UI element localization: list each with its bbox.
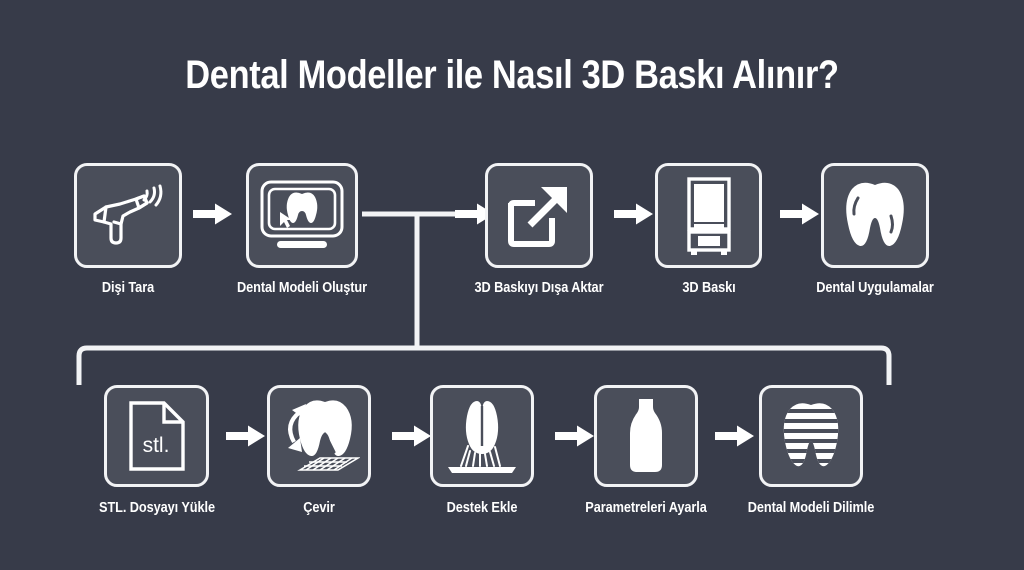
rotate-tooth-on-plate-icon [288,400,360,471]
tooth-icon [846,182,904,246]
step-label: STL. Dosyayı Yükle [98,500,215,516]
right-arrow-icon [555,425,594,447]
stl-file-icon-text: stl. [142,434,169,457]
step-export-3d-print[interactable]: 3D Baskıyı Dışa Aktar [475,163,604,296]
step-box[interactable] [246,163,358,268]
export-arrow-icon [507,186,567,247]
right-arrow-icon [715,425,754,447]
step-label: Çevir [303,500,335,516]
page-title: Dental Modeller ile Nasıl 3D Baskı Alını… [185,53,839,97]
step-label: Parametreleri Ayarla [585,500,707,516]
step-3d-print[interactable]: 3D Baskı [655,163,762,296]
step-box[interactable] [821,163,929,268]
step-add-support[interactable]: Destek Ekle [430,385,534,516]
step-create-dental-model[interactable]: Dental Modeli Oluştur [237,163,367,296]
right-arrow-icon [193,203,232,225]
step-dental-applications[interactable]: Dental Uygulamalar [816,163,934,296]
step-orient[interactable]: Çevir [267,385,371,516]
step-slice-dental-model[interactable]: Dental Modeli Dilimle [748,385,874,516]
resin-bottle-icon [630,399,662,472]
3d-printer-icon [686,176,731,255]
step-box[interactable]: stl. [104,385,209,487]
step-label: Dental Modeli Oluştur [236,280,368,296]
right-arrow-icon [780,203,819,225]
step-label: Dişi Tara [101,280,155,296]
step-scan-tooth[interactable]: Dişi Tara [74,163,182,296]
right-arrow-icon [455,203,494,225]
right-arrow-icon [614,203,653,225]
step-upload-stl-file[interactable]: stl. STL. Dosyayı Yükle [99,385,215,516]
step-label: Destek Ekle [446,500,518,516]
step-label: Dental Modeli Dilimle [747,500,875,516]
step-adjust-parameters[interactable]: Parametreleri Ayarla [585,385,707,516]
step-box[interactable] [759,385,863,487]
step-label: 3D Baskı [681,280,736,296]
step-label: Dental Uygulamalar [816,280,934,296]
tooth-with-supports-icon [448,401,516,473]
step-box[interactable] [485,163,593,268]
step-label: 3D Baskıyı Dışa Aktar [474,280,604,296]
step-box[interactable] [267,385,371,487]
monitor-tooth-cursor-icon [260,180,344,248]
sliced-tooth-icon [783,403,839,467]
handheld-3d-scanner-icon [93,184,163,245]
right-arrow-icon [226,425,265,447]
stl-file-icon: stl. [128,401,185,471]
step-box[interactable] [74,163,182,268]
step-box[interactable] [655,163,762,268]
step-box[interactable] [594,385,698,487]
right-arrow-icon [392,425,431,447]
step-box[interactable] [430,385,534,487]
